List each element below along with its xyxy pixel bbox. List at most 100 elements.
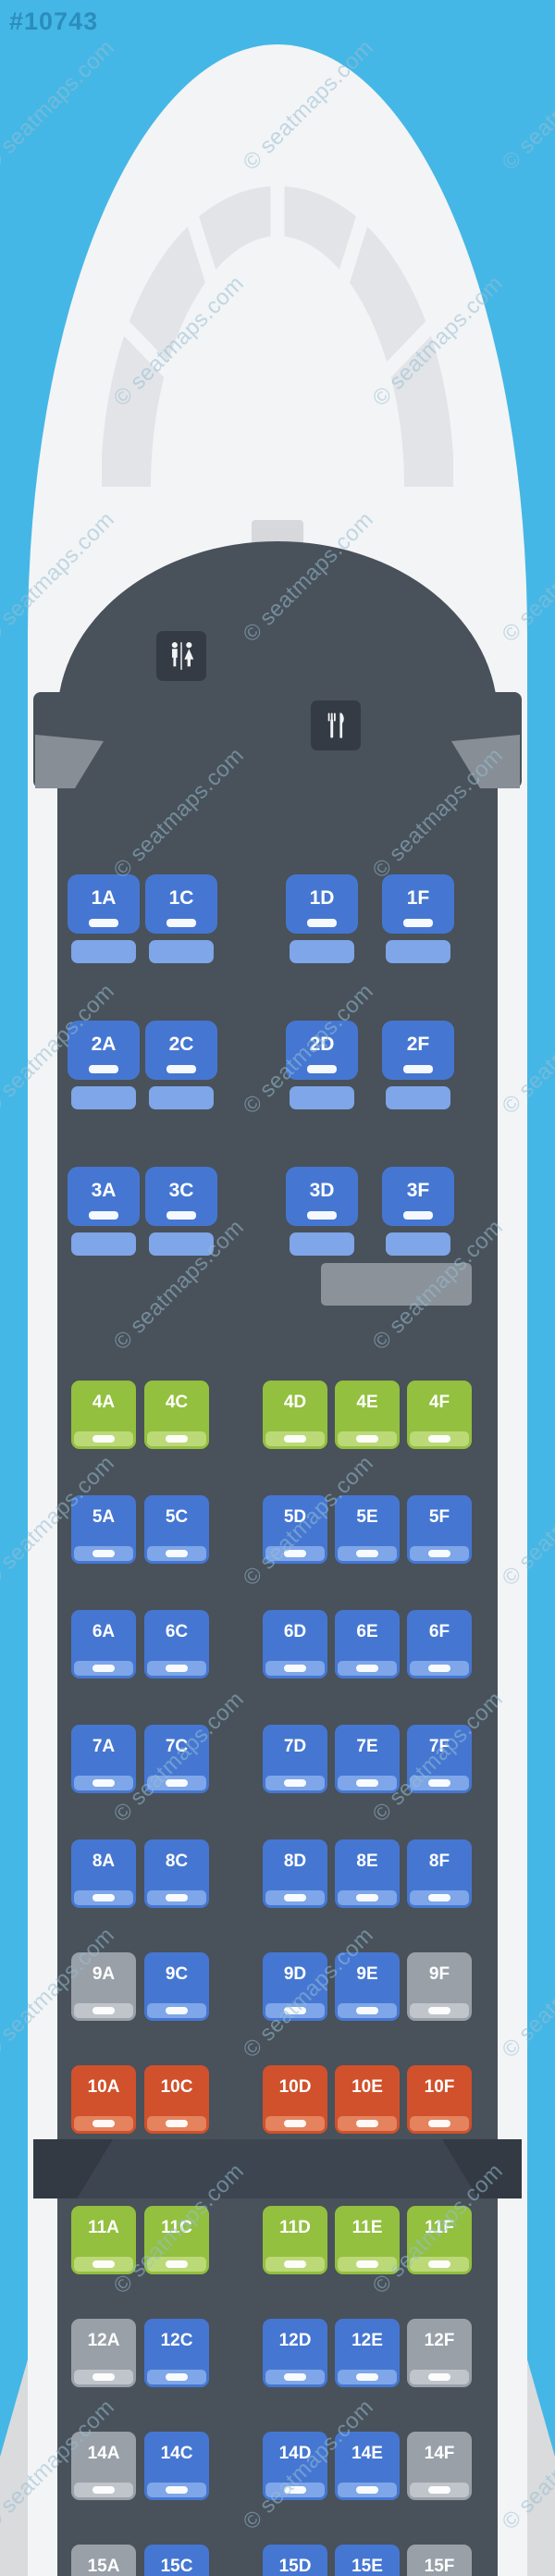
seat-6D[interactable]: 6D [263, 1610, 327, 1678]
seat-14C[interactable]: 14C [144, 2432, 209, 2500]
seat-label: 5C [165, 1507, 189, 1527]
seat-pill [166, 1065, 196, 1073]
seat-9E[interactable]: 9E [335, 1952, 400, 2021]
seat-label: 10F [424, 2077, 455, 2097]
seat-10A[interactable]: 10A [71, 2065, 136, 2134]
seat-4C[interactable]: 4C [144, 1381, 209, 1449]
seat-6A[interactable]: 6A [71, 1610, 136, 1678]
seat-1A[interactable]: 1A [68, 874, 140, 963]
seat-pill [356, 2120, 378, 2127]
seat-9C[interactable]: 9C [144, 1952, 209, 2021]
seat-label: 2D [309, 1034, 335, 1055]
seat-8C[interactable]: 8C [144, 1839, 209, 1908]
seat-3C[interactable]: 3C [145, 1167, 217, 1256]
seat-2C[interactable]: 2C [145, 1021, 217, 1109]
seat-cushion [265, 1776, 325, 1790]
seat-4F[interactable]: 4F [407, 1381, 472, 1449]
seat-1F[interactable]: 1F [382, 874, 454, 963]
seat-pill [92, 1665, 115, 1672]
seat-5A[interactable]: 5A [71, 1495, 136, 1564]
seat-2D[interactable]: 2D [286, 1021, 358, 1109]
seat-14D[interactable]: 14D [263, 2432, 327, 2500]
seat-15F[interactable]: 15F [407, 2545, 472, 2576]
seat-3F[interactable]: 3F [382, 1167, 454, 1256]
seat-label: 2C [168, 1034, 194, 1055]
seat-10C[interactable]: 10C [144, 2065, 209, 2134]
seat-2F[interactable]: 2F [382, 1021, 454, 1109]
seat-label: 12C [160, 2331, 193, 2350]
seat-7E[interactable]: 7E [335, 1725, 400, 1793]
seat-cushion [410, 1661, 469, 1676]
seat-back: 2D [286, 1021, 358, 1080]
galley-icon [327, 712, 344, 738]
seat-12D[interactable]: 12D [263, 2319, 327, 2387]
seat-15C[interactable]: 15C [144, 2545, 209, 2576]
seat-4D[interactable]: 4D [263, 1381, 327, 1449]
seat-4E[interactable]: 4E [335, 1381, 400, 1449]
seat-pill [284, 1550, 306, 1557]
seat-7C[interactable]: 7C [144, 1725, 209, 1793]
seat-12A[interactable]: 12A [71, 2319, 136, 2387]
seat-11F[interactable]: 11F [407, 2206, 472, 2274]
seat-15A[interactable]: 15A [71, 2545, 136, 2576]
seat-label: 9A [92, 1964, 116, 1984]
seat-5D[interactable]: 5D [263, 1495, 327, 1564]
seat-14F[interactable]: 14F [407, 2432, 472, 2500]
seat-label: 14C [160, 2444, 193, 2463]
seat-label: 12F [424, 2331, 455, 2350]
seat-pill [356, 1894, 378, 1901]
seat-9A[interactable]: 9A [71, 1952, 136, 2021]
seat-10E[interactable]: 10E [335, 2065, 400, 2134]
seat-6E[interactable]: 6E [335, 1610, 400, 1678]
seat-7D[interactable]: 7D [263, 1725, 327, 1793]
seat-15D[interactable]: 15D [263, 2545, 327, 2576]
seat-8A[interactable]: 8A [71, 1839, 136, 1908]
seat-10F[interactable]: 10F [407, 2065, 472, 2134]
seat-1D[interactable]: 1D [286, 874, 358, 963]
seat-cushion [147, 2003, 206, 2018]
seat-5F[interactable]: 5F [407, 1495, 472, 1564]
seat-3A[interactable]: 3A [68, 1167, 140, 1256]
seat-pill [428, 2260, 450, 2268]
seat-10D[interactable]: 10D [263, 2065, 327, 2134]
seat-cushion [74, 1776, 133, 1790]
seat-cushion [338, 1431, 397, 1446]
seat-label: 8F [428, 1852, 450, 1871]
seat-11E[interactable]: 11E [335, 2206, 400, 2274]
seat-label: 7E [356, 1737, 378, 1756]
seat-11D[interactable]: 11D [263, 2206, 327, 2274]
seat-6F[interactable]: 6F [407, 1610, 472, 1678]
seat-pill [428, 1435, 450, 1443]
seat-5E[interactable]: 5E [335, 1495, 400, 1564]
seat-5C[interactable]: 5C [144, 1495, 209, 1564]
seat-12F[interactable]: 12F [407, 2319, 472, 2387]
seat-9F[interactable]: 9F [407, 1952, 472, 2021]
seat-pill [89, 919, 118, 927]
seat-11A[interactable]: 11A [71, 2206, 136, 2274]
seat-6C[interactable]: 6C [144, 1610, 209, 1678]
seat-14A[interactable]: 14A [71, 2432, 136, 2500]
seat-cushion [338, 1546, 397, 1561]
lavatory-icon [171, 642, 194, 670]
seat-8E[interactable]: 8E [335, 1839, 400, 1908]
seat-2A[interactable]: 2A [68, 1021, 140, 1109]
seat-label: 15F [424, 2557, 455, 2576]
seat-1C[interactable]: 1C [145, 874, 217, 963]
seat-7F[interactable]: 7F [407, 1725, 472, 1793]
seat-3D[interactable]: 3D [286, 1167, 358, 1256]
seat-12E[interactable]: 12E [335, 2319, 400, 2387]
seat-11C[interactable]: 11C [144, 2206, 209, 2274]
seat-4A[interactable]: 4A [71, 1381, 136, 1449]
seat-7A[interactable]: 7A [71, 1725, 136, 1793]
seat-pill [284, 1435, 306, 1443]
seat-9D[interactable]: 9D [263, 1952, 327, 2021]
seat-cushion [74, 1661, 133, 1676]
seat-label: 7A [92, 1737, 116, 1756]
seat-cushion [338, 2483, 397, 2497]
seat-14E[interactable]: 14E [335, 2432, 400, 2500]
seat-15E[interactable]: 15E [335, 2545, 400, 2576]
seat-12C[interactable]: 12C [144, 2319, 209, 2387]
seat-8F[interactable]: 8F [407, 1839, 472, 1908]
seat-8D[interactable]: 8D [263, 1839, 327, 1908]
